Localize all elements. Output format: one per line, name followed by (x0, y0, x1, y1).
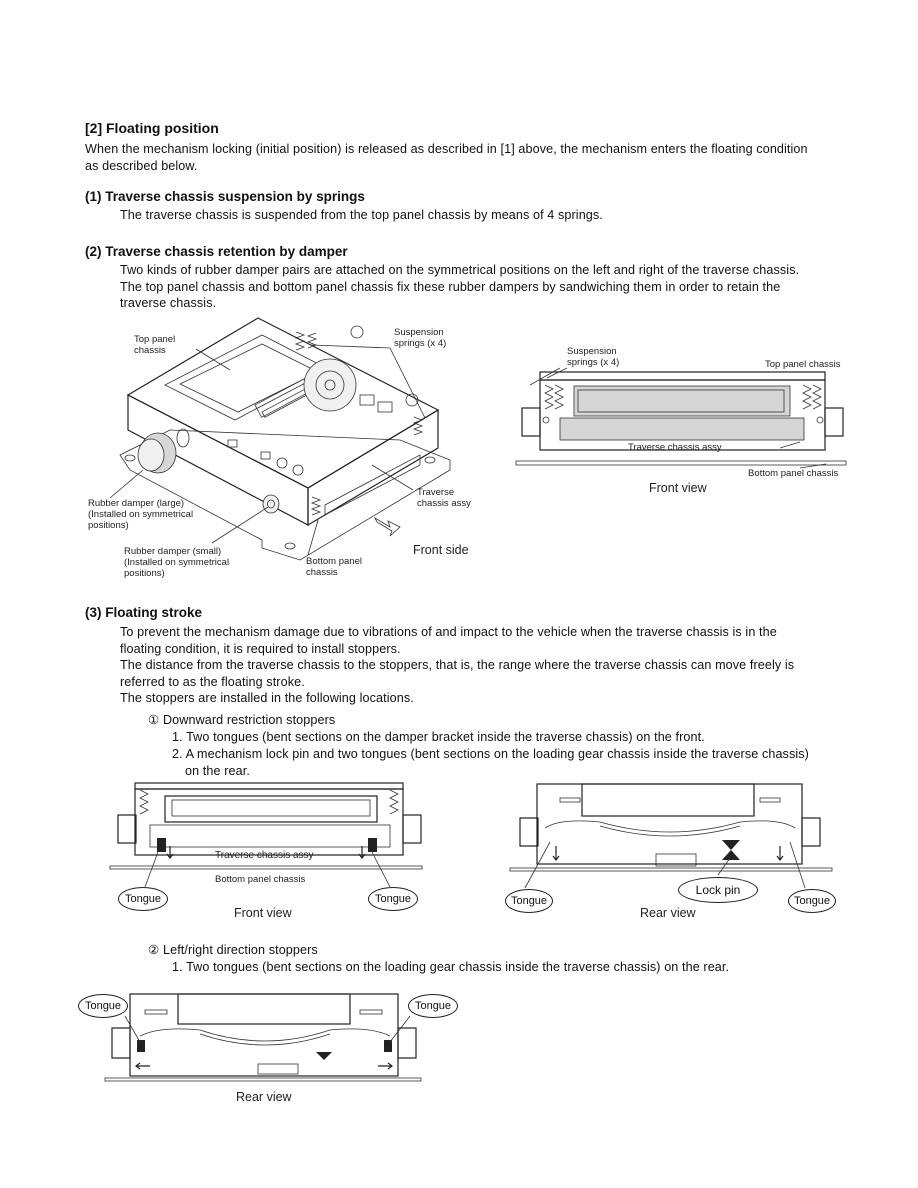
sub2-title: (2) Traverse chassis retention by damper (85, 244, 348, 259)
intro-line: as described below. (85, 158, 198, 173)
fig1-label-bottom-panel: Bottom panel chassis (306, 556, 362, 578)
sub2-text: Two kinds of rubber damper pairs are att… (120, 262, 860, 312)
fig1-isometric-drawing (109, 317, 451, 561)
fig2-label-springs: Suspension springs (x 4) (567, 346, 619, 368)
sub3-line: To prevent the mechanism damage due to v… (120, 625, 777, 639)
fig3-tongue-right: Tongue (368, 887, 418, 911)
fig5-tongue-left: Tongue (78, 994, 128, 1018)
fig3-caption: Front view (234, 906, 292, 920)
label-line: springs (x 4) (567, 357, 620, 368)
fig4-caption: Rear view (640, 906, 696, 920)
sub3-line: The distance from the traverse chassis t… (120, 658, 795, 672)
fig3-label-traverse: Traverse chassis assy (215, 850, 314, 861)
sub2-line: traverse chassis. (120, 296, 217, 310)
fig4-tongue-right: Tongue (788, 889, 836, 913)
item1-title: ① Downward restriction stoppers (148, 713, 336, 727)
sub2-line: Two kinds of rubber damper pairs are att… (120, 263, 800, 277)
item1-b1: 2. A mechanism lock pin and two tongues … (172, 747, 809, 761)
fig2-label-bottom-panel: Bottom panel chassis (748, 468, 839, 479)
item1-a: 1. Two tongues (bent sections on the dam… (172, 730, 705, 744)
section-title: [2] Floating position (85, 120, 219, 136)
label-line: Suspension (394, 327, 444, 338)
label-line: chassis (134, 345, 166, 356)
fig1-front-side: Front side (413, 543, 469, 557)
section-intro: When the mechanism locking (initial posi… (85, 141, 885, 174)
fig1-label-traverse: Traverse chassis assy (417, 487, 471, 509)
label-line: chassis assy (417, 498, 471, 509)
fig4-lock-pin: Lock pin (678, 877, 758, 903)
fig1-label-damper-large: Rubber damper (large) (Installed on symm… (88, 498, 193, 531)
sub1-title: (1) Traverse chassis suspension by sprin… (85, 189, 365, 204)
fig1-label-damper-small: Rubber damper (small) (Installed on symm… (124, 546, 229, 579)
label-line: Top panel (134, 334, 176, 345)
sub3-line: referred to as the floating stroke. (120, 674, 305, 689)
label-line: springs (x 4) (394, 338, 447, 349)
fig5-caption: Rear view (236, 1090, 292, 1104)
item1-b2: on the rear. (185, 764, 250, 778)
fig5-tongue-right: Tongue (408, 994, 458, 1018)
label-line: Suspension (567, 346, 617, 357)
label-line: Rubber damper (large) (88, 498, 185, 509)
item2-title: ② Left/right direction stoppers (148, 943, 318, 957)
label-line: chassis (306, 567, 338, 578)
label-line: Rubber damper (small) (124, 546, 222, 557)
sub1-text: The traverse chassis is suspended from t… (120, 208, 603, 222)
fig3-tongue-left: Tongue (118, 887, 168, 911)
sub3-title: (3) Floating stroke (85, 605, 203, 620)
label-line: (Installed on symmetrical (124, 557, 230, 568)
fig1-label-top-panel: Top panel chassis (134, 334, 175, 356)
fig2-label-traverse: Traverse chassis assy (628, 442, 722, 453)
label-line: positions) (88, 520, 129, 531)
fig2-caption: Front view (649, 481, 707, 495)
item2-a: 1. Two tongues (bent sections on the loa… (172, 960, 730, 974)
fig3-label-bottom: Bottom panel chassis (215, 874, 306, 885)
label-line: positions) (124, 568, 165, 579)
sub3-line: The stoppers are installed in the follow… (120, 691, 414, 705)
fig2-front-view-drawing (515, 367, 847, 469)
label-line: Traverse (417, 487, 455, 498)
intro-line: When the mechanism locking (initial posi… (85, 142, 808, 156)
fig2-label-top-panel: Top panel chassis (765, 359, 841, 370)
sub3-text: To prevent the mechanism damage due to v… (120, 624, 860, 707)
fig1-label-springs: Suspension springs (x 4) (394, 327, 446, 349)
label-line: (Installed on symmetrical (88, 509, 194, 520)
sub2-line: The top panel chassis and bottom panel c… (120, 279, 781, 294)
fig4-tongue-left: Tongue (505, 889, 553, 913)
sub3-line: floating condition, it is required to in… (120, 641, 401, 656)
label-line: Bottom panel (306, 556, 362, 567)
